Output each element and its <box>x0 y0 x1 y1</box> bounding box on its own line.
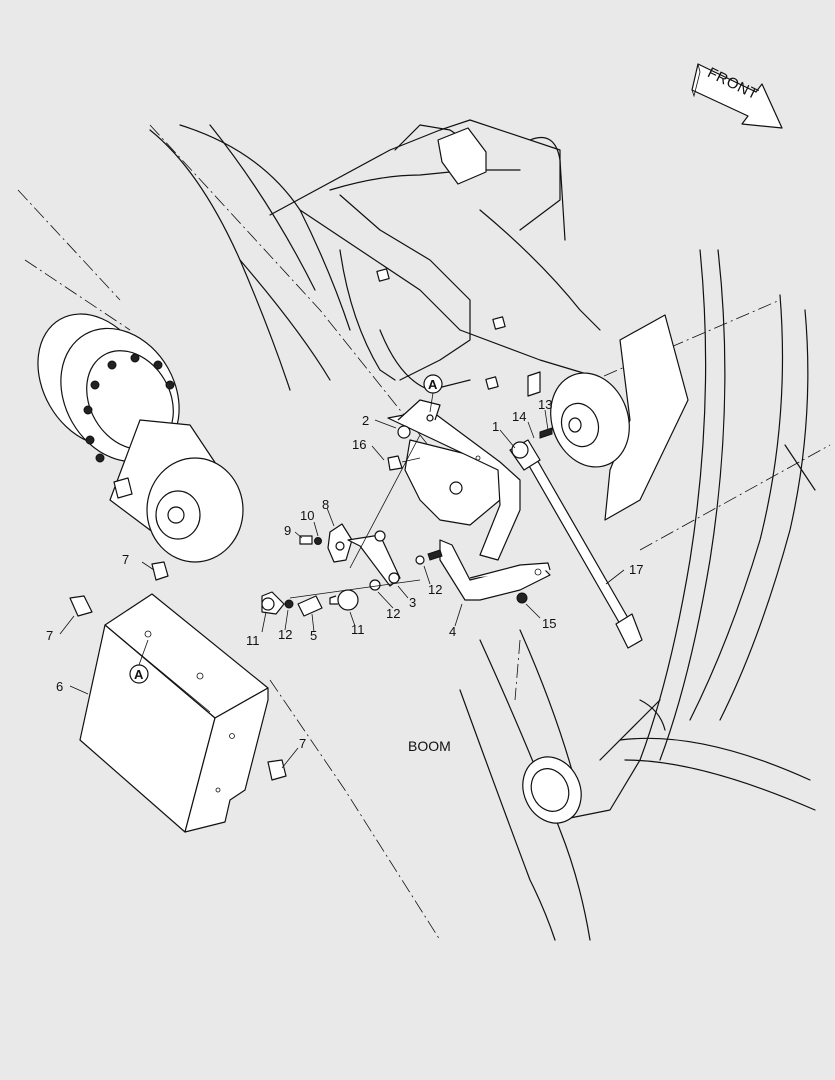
callout-17: 17 <box>629 562 643 577</box>
callout-7-top: 7 <box>122 552 129 567</box>
callout-15: 15 <box>542 616 556 631</box>
callout-1: 1 <box>492 419 499 434</box>
boom-label: BOOM <box>408 738 451 754</box>
front-direction-arrow: FRONT <box>691 63 783 129</box>
callout-6: 6 <box>56 679 63 694</box>
hydraulic-cylinder-pivot <box>37 313 244 563</box>
callout-numbers: 1 2 3 4 5 6 7 7 7 8 9 10 11 11 12 12 12 … <box>46 397 643 751</box>
reference-marker-a-top: A <box>423 374 443 413</box>
callout-3: 3 <box>409 595 416 610</box>
callout-7-bottom: 7 <box>299 736 306 751</box>
callout-4: 4 <box>449 624 456 639</box>
callout-14: 14 <box>512 409 526 424</box>
part-17-linkage-rod <box>509 427 643 649</box>
reference-marker-a-cover: A <box>129 639 149 684</box>
svg-text:A: A <box>134 667 144 682</box>
callout-8: 8 <box>322 497 329 512</box>
callout-12-left: 12 <box>278 627 292 642</box>
callout-12-right: 12 <box>428 582 442 597</box>
callout-10: 10 <box>300 508 314 523</box>
callout-7-left: 7 <box>46 628 53 643</box>
part-4-bracket <box>439 539 551 601</box>
svg-text:A: A <box>428 377 438 392</box>
callout-9: 9 <box>284 523 291 538</box>
callout-2: 2 <box>362 413 369 428</box>
callout-11-right: 11 <box>351 622 365 637</box>
ball-joint-linkage <box>261 434 443 617</box>
part-6-cover <box>79 593 269 833</box>
fasteners <box>69 425 528 781</box>
boom-structure-outline <box>17 119 831 941</box>
sensor-bracket-plate <box>387 399 521 561</box>
callout-5: 5 <box>310 628 317 643</box>
callout-16: 16 <box>352 437 366 452</box>
callout-12-middle: 12 <box>386 606 400 621</box>
callout-11-left: 11 <box>246 633 260 648</box>
callout-13: 13 <box>538 397 552 412</box>
callout-leader-lines <box>59 409 625 769</box>
